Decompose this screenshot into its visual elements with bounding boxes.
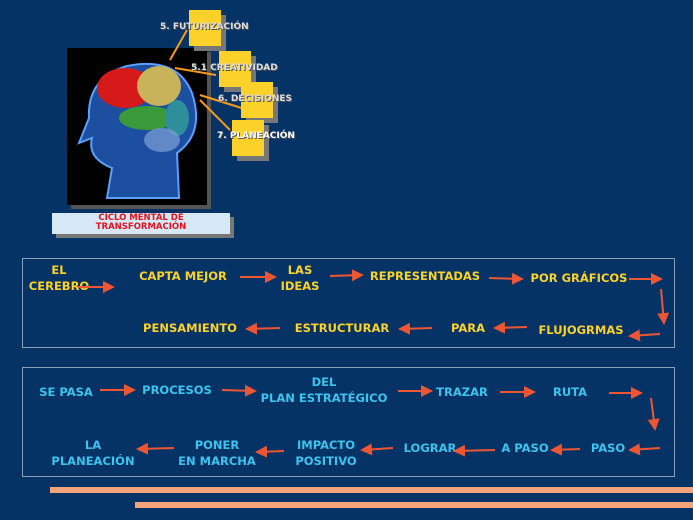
flow-step-text: TRAZAR [436,385,488,399]
flow-step-text: LAS [287,263,313,277]
flow-step-text: POSITIVO [295,454,357,468]
flow-step-text: LA [84,438,102,452]
flow-step: DEL PLAN ESTRATÉGICO [261,374,388,406]
card-creatividad [219,51,251,87]
flow-step: LOGRAR [404,440,457,456]
flow-step-text: IMPACTO [296,438,356,452]
card-decisiones [241,82,273,118]
card-futurizacion [189,10,221,46]
flow-step-text: EL [51,263,67,277]
flow-step-text: PONER [194,438,240,452]
card-label: 6. DECISIONES [218,94,293,104]
arrow [628,329,661,342]
flow-step-text: RUTA [552,385,588,399]
flow-step: PONER EN MARCHA [178,437,256,469]
flow-step-text: PARA [450,321,486,335]
flow-step-text: POR GRÁFICOS [530,271,628,285]
flow-step: A PASO [501,440,548,456]
flow1-box [22,258,675,348]
arrow [255,445,285,458]
arrow [488,272,524,285]
flow-step: CAPTA MEJOR [139,268,227,284]
arrow [136,442,175,455]
flow-step-text: PASO [590,441,626,455]
arrow [221,384,257,397]
decor-bar [135,502,693,508]
flow-step-text: A PASO [501,441,549,455]
flow-step-text: FLUJOGRMAS [538,323,624,337]
flow-step-text: PLANEACIÓN [51,454,135,468]
arrow [628,443,661,456]
arrow [360,443,394,456]
arrow [453,444,496,457]
card-label: 5.1 CREATIVIDAD [191,63,278,73]
flow-step: FLUJOGRMAS [538,322,623,338]
flow-step-text: REPRESENTADAS [369,269,481,283]
arrow [329,269,364,282]
flow-step: TRAZAR [436,384,488,400]
arrow [398,322,433,335]
caption-line: CICLO MENTAL DE [98,213,184,223]
flow-step-text: CEREBRO [28,279,90,293]
caption: CICLO MENTAL DE TRANSFORMACIÓN [52,213,230,234]
arrow [657,288,670,325]
flow-step-text: ESTRUCTURAR [294,321,390,335]
flow-step: ESTRUCTURAR [295,320,389,336]
flow-step: IMPACTO POSITIVO [295,437,356,469]
flow-step-text: SE PASA [39,385,93,399]
flow-step: REPRESENTADAS [370,268,480,284]
flow-step-text: DEL [311,375,337,389]
card-label: 7. PLANEACIÓN [217,131,295,141]
flow-step: LAS IDEAS [281,262,320,294]
arrow [493,321,528,334]
flow-step-text: EN MARCHA [178,454,256,468]
flow-step-text: CAPTA MEJOR [139,269,227,283]
flow-step-text: PROCESOS [142,383,212,397]
flow-step: PARA [451,320,485,336]
brain-image [67,48,207,205]
flow-step-text: PENSAMIENTO [143,321,237,335]
flow-step-text: PLAN ESTRATÉGICO [260,391,388,405]
flow-step-text: IDEAS [280,279,320,293]
flow2-box [22,367,675,477]
caption-line: TRANSFORMACIÓN [95,222,187,232]
arrow [550,443,581,456]
arrow [647,397,660,431]
decor-bar [50,487,693,493]
card-planeacion [232,120,264,156]
flow-step: SE PASA [39,384,93,400]
flow-step: EL CEREBRO [29,262,89,294]
flow-step: PROCESOS [142,382,212,398]
flow-step: RUTA [553,384,587,400]
flow-step: POR GRÁFICOS [531,270,628,286]
flow-step: PASO [591,440,625,456]
card-label: 5. FUTURIZACIÓN [160,22,249,32]
arrow [245,322,281,335]
flow-step: PENSAMIENTO [143,320,237,336]
flow-step-text: LOGRAR [403,441,457,455]
flow-step: LA PLANEACIÓN [51,437,134,469]
